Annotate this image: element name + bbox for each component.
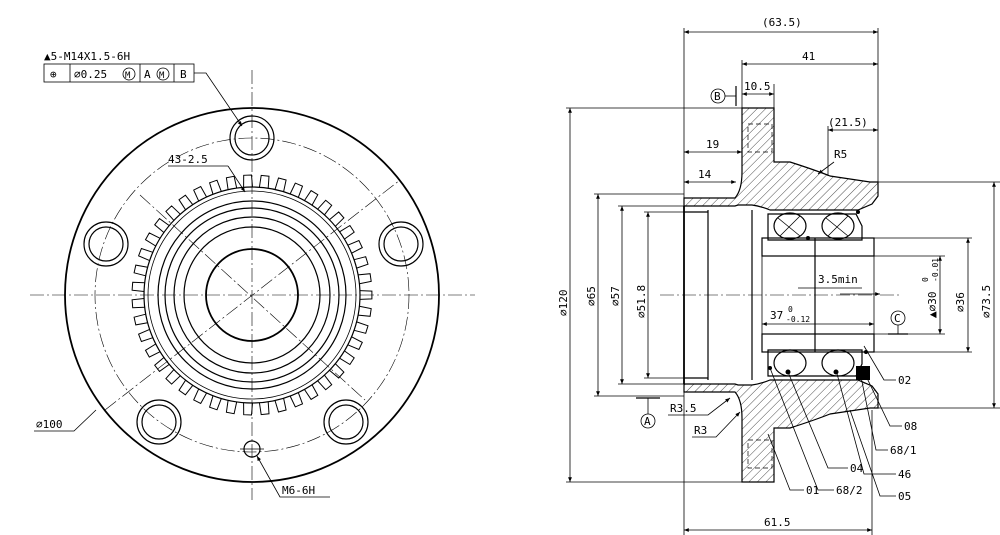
dim-3-5min: 3.5min <box>818 273 858 286</box>
position-symbol: ⊕ <box>50 68 57 81</box>
dim-21-5: (21.5) <box>828 116 868 129</box>
r5-leader <box>817 161 835 175</box>
hub-circle-4 <box>183 226 321 364</box>
hub-circle-3 <box>173 216 331 374</box>
part-01: 01 <box>806 484 819 497</box>
radius-5: R5 <box>834 148 847 161</box>
lower-thread-bore <box>747 439 773 469</box>
part-08: 08 <box>904 420 917 433</box>
radius-3: R3 <box>694 424 707 437</box>
hub-upper-section <box>683 107 879 211</box>
pcd-leader <box>34 409 97 432</box>
dim-41: 41 <box>802 50 815 63</box>
diagonal-centerline <box>104 179 401 411</box>
fcf-tolerance: ∅0.25 <box>74 68 107 81</box>
tone-ring-teeth <box>131 174 373 416</box>
dia-30-tol-lower: -0.01 <box>931 258 940 282</box>
dia-120: ∅120 <box>557 290 570 317</box>
leader-01 <box>767 433 804 491</box>
leader-68-2 <box>769 367 834 491</box>
bolt-hole <box>323 399 369 445</box>
tone-ring-root <box>147 190 357 400</box>
bolt-hole <box>136 399 182 445</box>
pitch-circle <box>94 137 410 453</box>
inner-ring-upper <box>761 237 875 257</box>
part-46: 46 <box>898 468 911 481</box>
dim-37-tol-upper: 0 <box>788 305 793 314</box>
dim-37: 37 <box>770 309 783 322</box>
m6-label: M6-6H <box>282 484 315 497</box>
part-68-2: 68/2 <box>836 484 863 497</box>
upper-bearing <box>767 210 863 241</box>
part-05: 05 <box>898 490 911 503</box>
dia-36: ∅36 <box>954 292 967 312</box>
dia-65: ∅65 <box>585 286 598 306</box>
datum-a-bubble <box>640 413 656 429</box>
datum-a: A <box>644 415 651 428</box>
pcd-label: ∅100 <box>36 418 63 431</box>
datum-b: B <box>714 90 721 103</box>
hub-lower-section <box>683 379 879 483</box>
dim-63-5: (63.5) <box>762 16 802 29</box>
tone-ring-inner <box>143 186 361 404</box>
part-02: 02 <box>898 374 911 387</box>
section-view: (63.5) 41 10.5 B (21.5) 19 R5 14 ∅120 <box>557 16 1000 535</box>
leader-08 <box>865 375 902 427</box>
fcf-modifier: M <box>125 71 131 81</box>
dia-30: ▲∅30 <box>926 292 939 319</box>
leader-02 <box>863 345 896 381</box>
tone-ring <box>131 174 373 416</box>
dia-30-tol-upper: 0 <box>921 277 930 282</box>
dim-14: 14 <box>698 168 712 181</box>
teeth-leader <box>227 165 246 193</box>
datum-c: C <box>894 312 901 325</box>
r3-leader <box>692 411 741 438</box>
leader-46 <box>835 369 896 475</box>
part-04: 04 <box>850 462 864 475</box>
fcf-datum-a: A <box>144 68 151 81</box>
diagonal-centerline-2 <box>139 194 366 401</box>
dia-73-5: ∅73.5 <box>980 285 993 318</box>
dim-10-5: 10.5 <box>744 80 771 93</box>
dim-37-tol-lower: -0.12 <box>786 315 810 324</box>
tone-ring-teeth-label: 43-2.5 <box>168 153 208 166</box>
leader-68-1 <box>859 371 888 451</box>
lower-bearing <box>767 349 870 380</box>
flange-outline <box>64 107 440 483</box>
m6-leader <box>256 455 330 498</box>
r3-5-leader <box>668 397 731 416</box>
front-view: ▲5-M14X1.5-6H ⊕ ∅0.25 M A M B 43-2.5 ∅10… <box>30 50 475 500</box>
feature-control-frame: ⊕ ∅0.25 M A M B <box>43 63 195 83</box>
leader-05 <box>849 409 896 497</box>
leader-04 <box>787 371 848 469</box>
dim-19: 19 <box>706 138 719 151</box>
hub-outer-circle <box>157 200 347 390</box>
dia-57: ∅57 <box>609 286 622 306</box>
radius-3-5: R3.5 <box>670 402 697 415</box>
bolt-hole <box>83 221 129 267</box>
upper-thread-bore <box>747 123 773 153</box>
modifier-circle <box>122 67 136 81</box>
inner-ring-lower <box>761 333 875 353</box>
hub-circle-2 <box>164 207 340 383</box>
fcf-datum-b: B <box>180 68 187 81</box>
thread-callout: ▲5-M14X1.5-6H <box>44 50 130 63</box>
dia-51-8: ∅51.8 <box>635 285 648 318</box>
fcf-datum-a-modifier: M <box>159 71 165 81</box>
part-68-1: 68/1 <box>890 444 917 457</box>
bolt-hole <box>378 221 424 267</box>
bore-circle <box>205 248 299 342</box>
bolt-hole <box>229 115 275 161</box>
fcf-leader <box>194 72 243 127</box>
modifier-circle-2 <box>156 67 170 81</box>
dim-61-5: 61.5 <box>764 516 791 529</box>
